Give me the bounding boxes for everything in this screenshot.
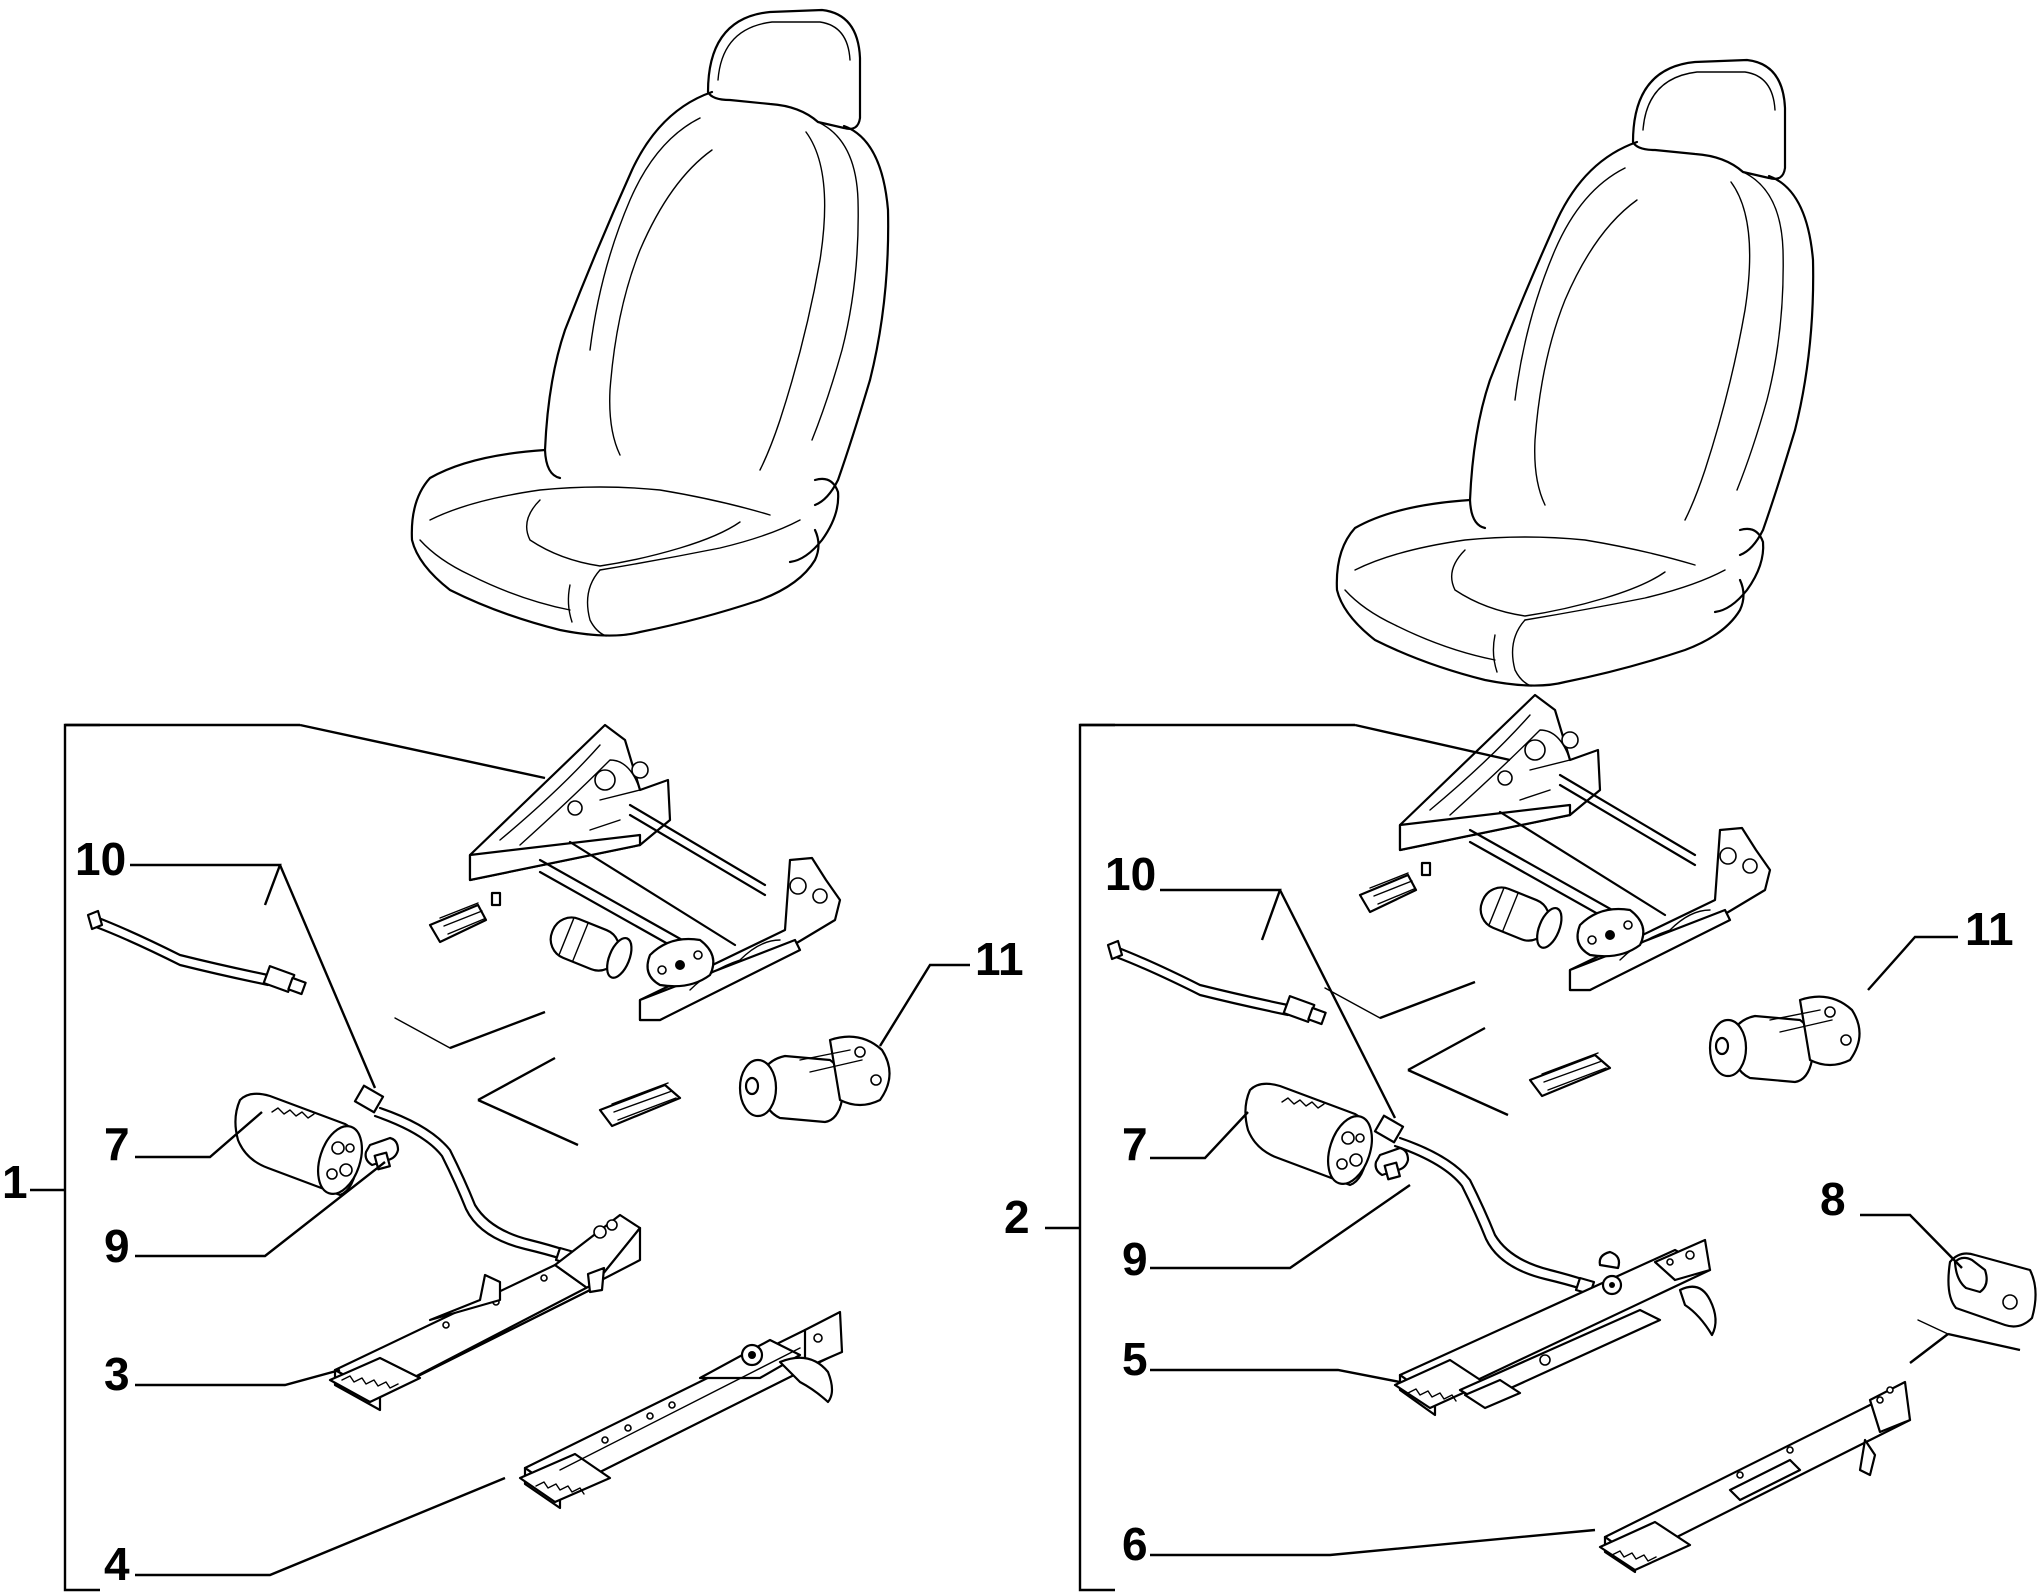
left-callout-10: 10 [75,833,126,885]
right-leader-7 [1150,1111,1249,1160]
right-motor-7 [1244,1082,1381,1191]
left-leader-9 [135,1161,386,1258]
right-seat-drawing [1335,58,1815,688]
left-callout-11: 11 [975,933,1024,985]
left-callout-3: 3 [104,1348,130,1400]
left-leader-10 [130,863,282,906]
right-rail-5 [1393,1238,1717,1417]
right-leader-8 [1860,1213,1963,1269]
right-callout-6: 6 [1122,1518,1148,1570]
right-leader-11 [1867,935,1958,991]
left-rail-4 [518,1310,844,1510]
right-leader-10 [1160,888,1282,941]
left-leader-11 [878,963,970,1047]
right-cable-upper [1106,939,1327,1026]
left-cable-lower [353,1084,576,1266]
right-screw-9 [1374,1146,1410,1181]
right-leader-5 [1150,1368,1401,1384]
right-callout-9: 9 [1122,1233,1148,1285]
right-motor-11 [1708,995,1861,1084]
left-motor-7 [234,1092,371,1201]
left-callout-7: 7 [104,1118,130,1170]
right-callout-10: 10 [1105,848,1156,900]
right-rail-6 [1598,1380,1912,1574]
right-callout-8: 8 [1820,1173,1846,1225]
left-motor-11 [738,1035,891,1124]
left-cable-upper [86,909,307,996]
left-callout-9: 9 [104,1220,130,1272]
right-callout-7: 7 [1122,1118,1148,1170]
right-callout-2: 2 [1004,1191,1030,1243]
right-clip-8 [1909,1252,2037,1364]
left-callout-4: 4 [104,1538,130,1590]
right-backrest-frame [1323,693,1772,1117]
left-leader-3 [135,1368,341,1387]
right-callout-5: 5 [1122,1333,1148,1385]
right-leader-9 [1150,1184,1411,1270]
left-leader-7 [135,1111,263,1159]
right-callout-11: 11 [1965,903,2014,955]
left-seat-drawing [410,8,890,638]
left-callout-1: 1 [2,1156,28,1208]
right-cable-lower [1373,1114,1596,1296]
left-leader-4 [135,1476,506,1577]
right-leader-6 [1150,1528,1596,1557]
left-rail-3 [328,1213,642,1412]
